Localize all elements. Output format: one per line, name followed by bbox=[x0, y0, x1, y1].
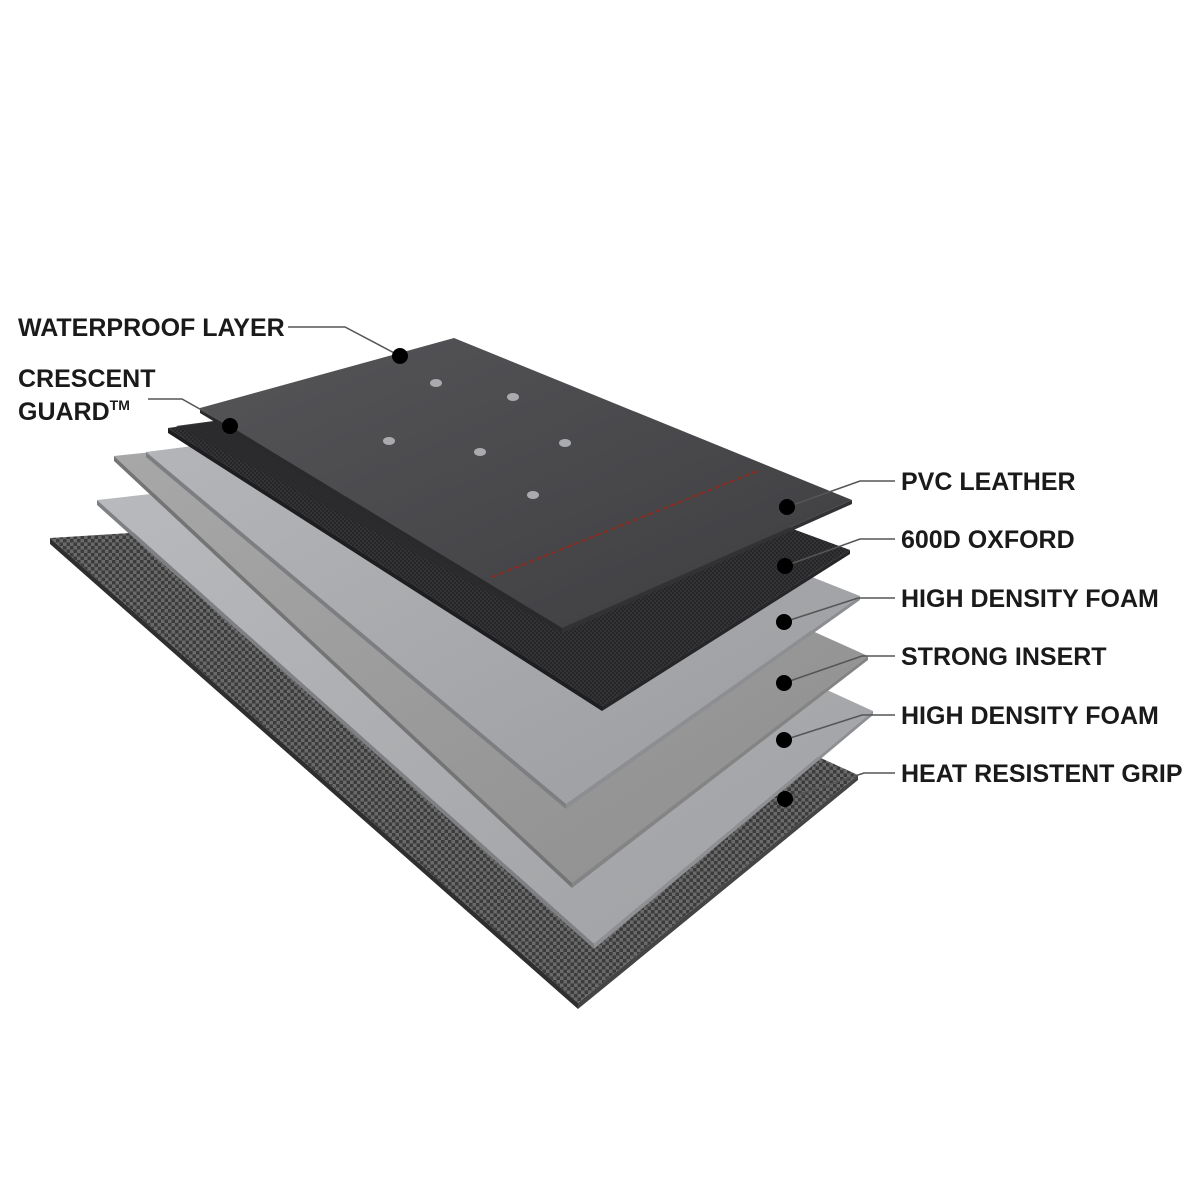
stitch-line bbox=[491, 469, 761, 578]
marker-dot-high-density-foam-2 bbox=[776, 732, 792, 748]
leader-strong-insert bbox=[783, 655, 895, 684]
labels: WATERPROOF LAYER CRESCENT GUARDTM PVC LE… bbox=[18, 314, 1183, 788]
label-pvc-leather: PVC LEATHER bbox=[901, 468, 1076, 496]
water-droplet-icon bbox=[527, 491, 539, 499]
marker-dots bbox=[222, 348, 795, 807]
layer-pvc-leather bbox=[200, 338, 852, 633]
marker-dot-pvc-leather bbox=[779, 499, 795, 515]
leader-crescent-guard bbox=[148, 398, 231, 427]
leader-high-density-foam-1 bbox=[783, 597, 895, 623]
label-crescent-guard-line1: CRESCENT bbox=[18, 365, 156, 393]
water-droplet-icon bbox=[430, 379, 442, 387]
water-droplet-icon bbox=[474, 448, 486, 456]
water-droplet-icon bbox=[559, 439, 571, 447]
marker-dot-waterproof-layer bbox=[392, 348, 408, 364]
leader-pvc-leather bbox=[786, 480, 895, 508]
label-strong-insert: STRONG INSERT bbox=[901, 643, 1107, 671]
leader-lines bbox=[148, 326, 895, 800]
leader-waterproof-layer bbox=[288, 326, 401, 357]
trademark-mark: TM bbox=[110, 397, 130, 413]
water-droplets bbox=[383, 379, 571, 499]
label-600d-oxford: 600D OXFORD bbox=[901, 526, 1075, 554]
label-waterproof-layer: WATERPROOF LAYER bbox=[18, 314, 285, 342]
label-crescent-guard-line2: GUARDTM bbox=[18, 397, 130, 426]
leader-heat-resistant-grip bbox=[784, 772, 895, 800]
label-heat-resistant-grip: HEAT RESISTENT GRIP bbox=[901, 760, 1183, 788]
label-high-density-foam-2: HIGH DENSITY FOAM bbox=[901, 702, 1159, 730]
water-droplet-icon bbox=[507, 393, 519, 401]
marker-dot-crescent-guard bbox=[222, 418, 238, 434]
leader-600d-oxford bbox=[784, 538, 895, 567]
label-crescent-guard-word: GUARD bbox=[18, 398, 110, 426]
label-high-density-foam-1: HIGH DENSITY FOAM bbox=[901, 585, 1159, 613]
marker-dot-600d-oxford bbox=[777, 558, 793, 574]
leader-high-density-foam-2 bbox=[783, 714, 895, 741]
marker-dot-strong-insert bbox=[776, 675, 792, 691]
marker-dot-heat-resistant-grip bbox=[777, 791, 793, 807]
water-droplet-icon bbox=[383, 437, 395, 445]
marker-dot-high-density-foam-1 bbox=[776, 614, 792, 630]
